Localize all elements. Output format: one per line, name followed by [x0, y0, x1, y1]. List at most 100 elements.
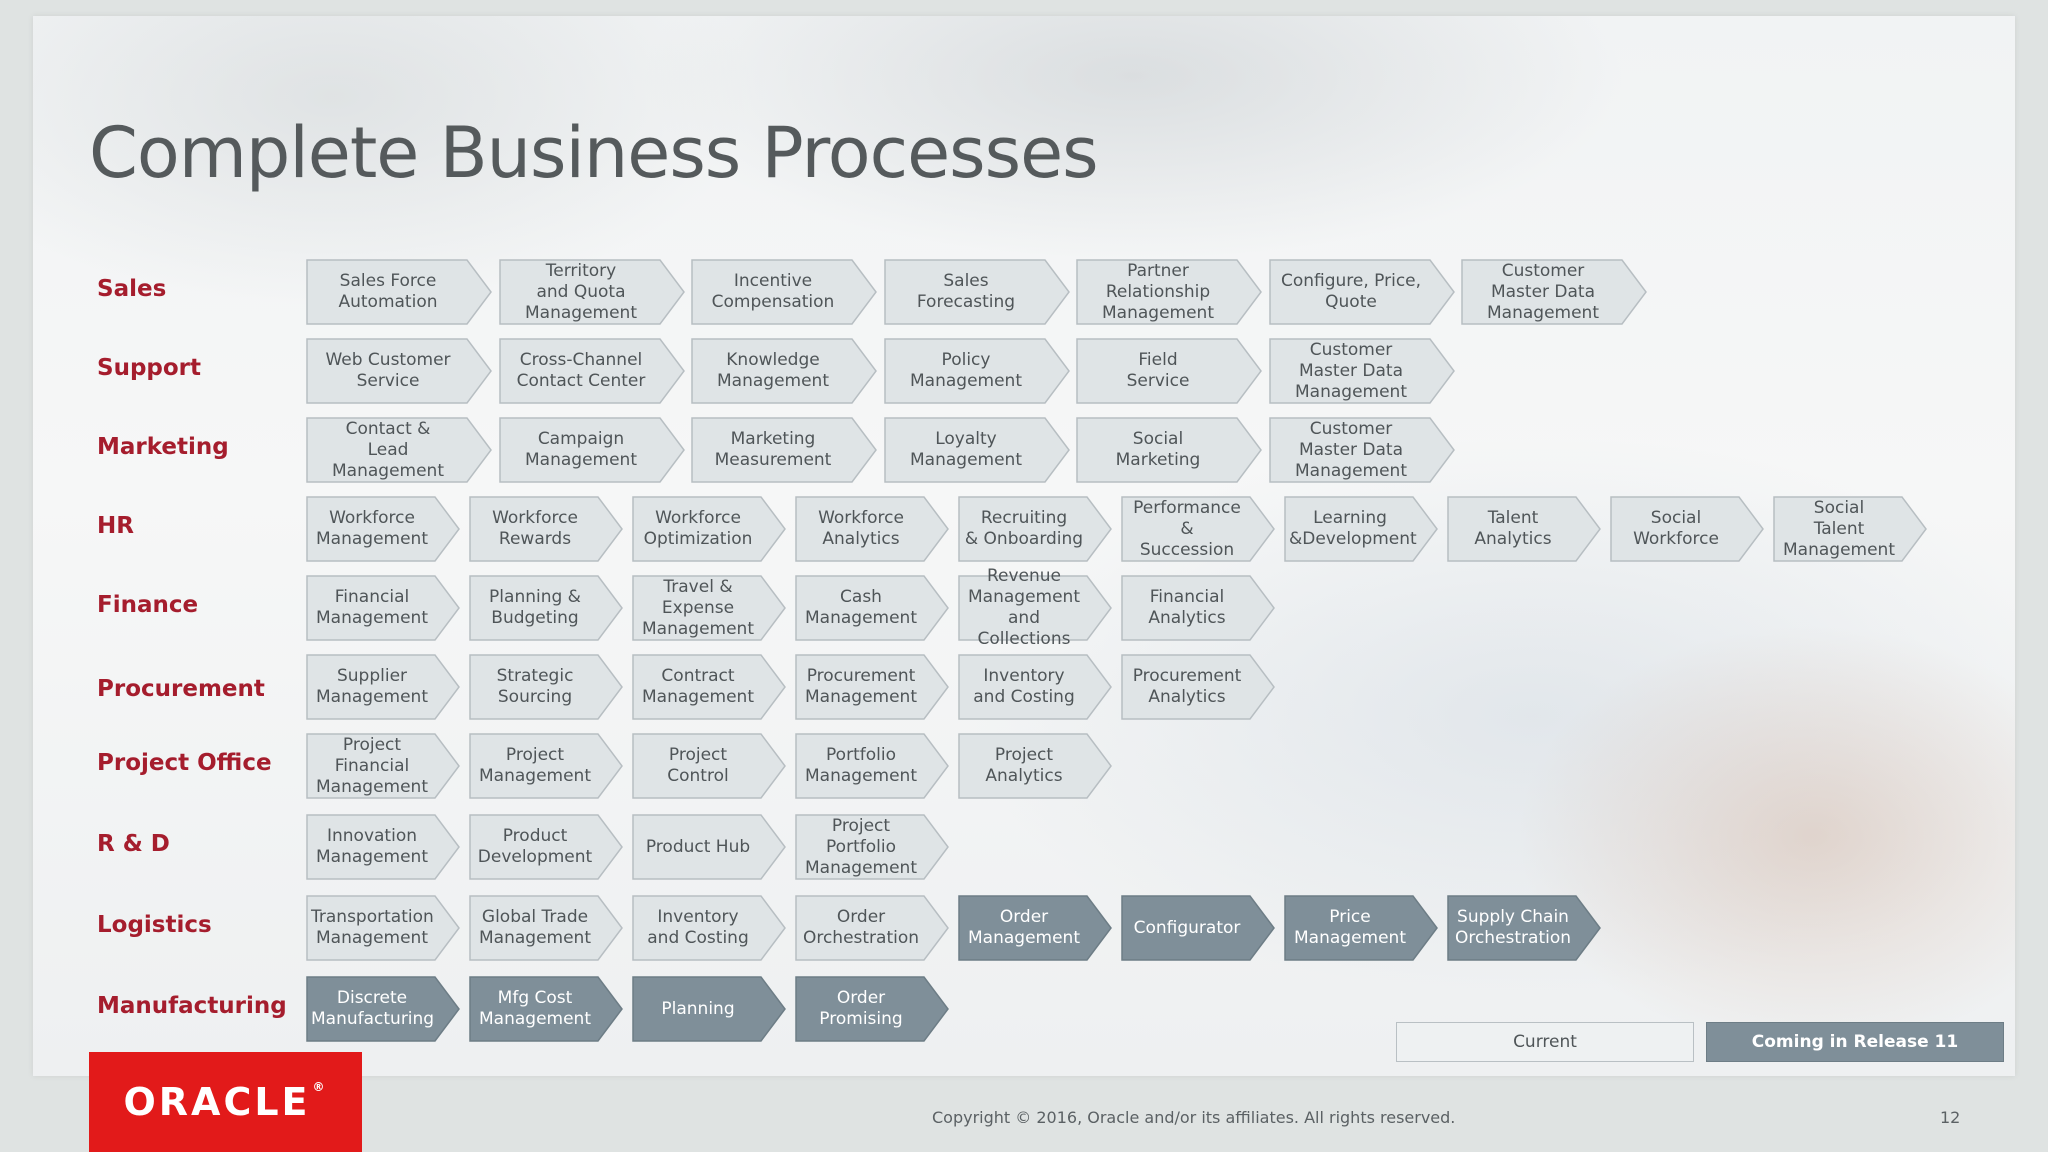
process-label: Learning&Development — [1289, 508, 1417, 549]
row-label-r-d: R & D — [97, 831, 170, 857]
row-label-marketing: Marketing — [97, 434, 229, 460]
process-chevron: Contact &Lead Management — [306, 417, 492, 483]
copyright-text: Copyright © 2016, Oracle and/or its affi… — [932, 1108, 1456, 1127]
oracle-logo-text: ORACLE® — [123, 1080, 328, 1124]
process-chevron: Planning — [632, 976, 786, 1042]
row-label-finance: Finance — [97, 592, 199, 618]
legend-current: Current — [1396, 1022, 1694, 1062]
process-label: Contact &Lead Management — [332, 418, 444, 481]
row-label-hr: HR — [97, 513, 134, 539]
process-chevron: Planning &Budgeting — [469, 575, 623, 641]
process-chevron: Recruiting& Onboarding — [958, 496, 1112, 562]
process-label: Performance &Succession — [1133, 497, 1241, 560]
row-label-logistics: Logistics — [97, 912, 212, 938]
legend-coming-release: Coming in Release 11 — [1706, 1022, 2004, 1062]
row-label-support: Support — [97, 355, 202, 381]
row-label-project-office: Project Office — [97, 750, 272, 776]
process-chevron: Product Hub — [632, 814, 786, 880]
process-chevron: Configurator — [1121, 895, 1275, 961]
process-chevron: Order Promising — [795, 976, 949, 1042]
process-chevron: Performance &Succession — [1121, 496, 1275, 562]
page-title: Complete Business Processes — [89, 112, 1099, 194]
process-label: Product Hub — [645, 836, 751, 857]
process-label: Recruiting& Onboarding — [964, 508, 1084, 549]
page-number: 12 — [1940, 1108, 1961, 1127]
